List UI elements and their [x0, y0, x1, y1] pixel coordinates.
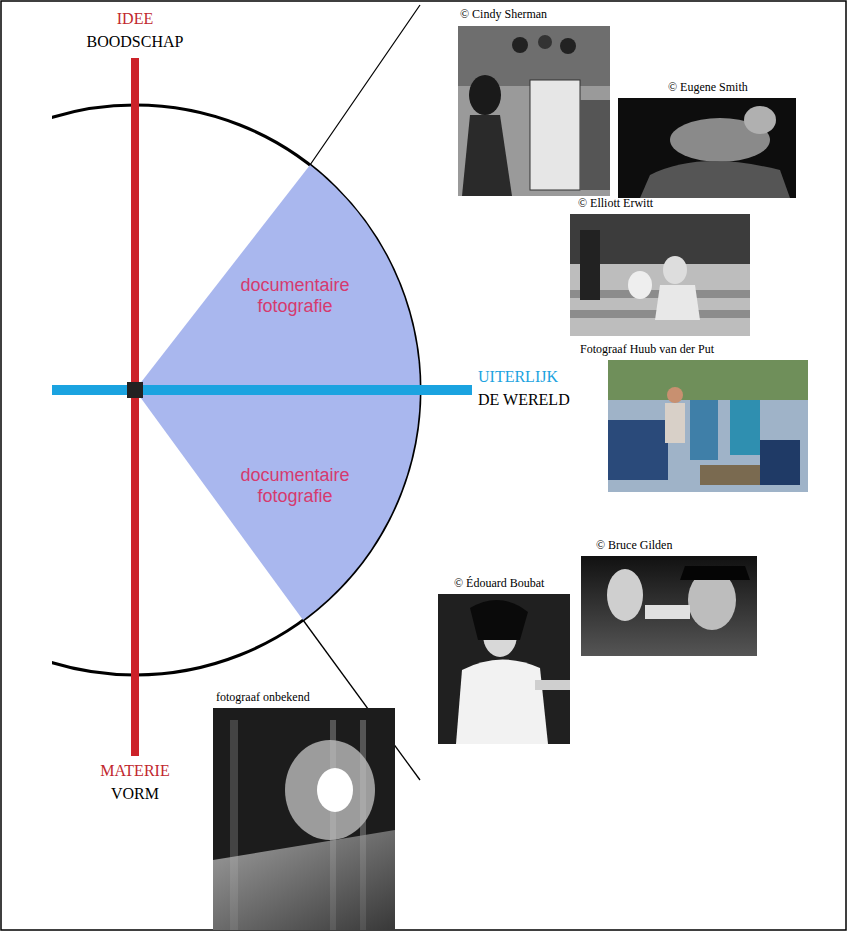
region-wedge: documentaire fotografie documentaire foto…: [135, 160, 425, 625]
circle-outline: [52, 105, 420, 675]
photo-cindy-sherman: [458, 26, 610, 196]
center-square: [127, 382, 143, 398]
axis-label: BOODSCHAP: [87, 33, 184, 51]
axis-label: UITERLIJK: [478, 368, 558, 386]
photo-caption: © Eugene Smith: [668, 81, 748, 95]
photo-eugene-smith: [618, 98, 796, 198]
photo-caption: © Édouard Boubat: [454, 577, 544, 591]
photo-caption: Fotograaf Huub van der Put: [580, 343, 714, 357]
photo-huub-van-der-put: [608, 360, 808, 492]
photo-caption: © Elliott Erwitt: [578, 197, 653, 211]
photo-caption: © Cindy Sherman: [460, 8, 547, 22]
vertical-axis: [131, 58, 139, 756]
photo-bruce-gilden: [581, 556, 757, 656]
region-label: documentaire fotografie: [230, 465, 360, 506]
photo-edouard-boubat: [438, 594, 570, 744]
horizontal-axis: [52, 385, 472, 395]
photo-unknown: [213, 708, 395, 930]
photo-caption: fotograaf onbekend: [216, 691, 310, 705]
axis-label: VORM: [111, 785, 159, 803]
region-label: documentaire fotografie: [230, 275, 360, 316]
diagonal-line: [310, 5, 420, 165]
axis-label: MATERIE: [100, 762, 169, 780]
photo-caption: © Bruce Gilden: [596, 539, 672, 553]
axis-label: DE WERELD: [478, 391, 570, 409]
wedge-fill: [135, 165, 420, 620]
photo-elliott-erwitt: [570, 214, 750, 336]
wedge-shape: [135, 160, 425, 625]
axis-label: IDEE: [117, 10, 153, 28]
